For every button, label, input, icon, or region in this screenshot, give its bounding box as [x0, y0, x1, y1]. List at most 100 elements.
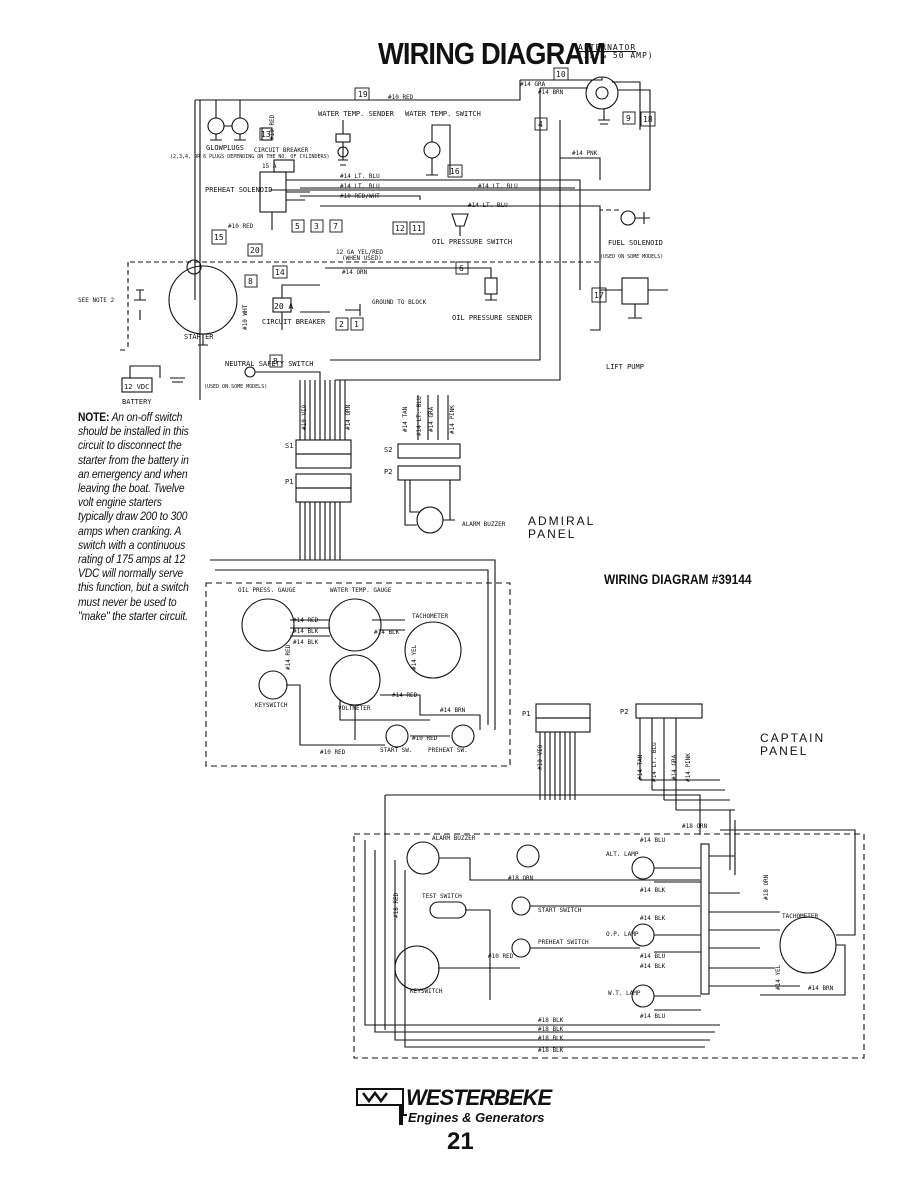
wire-14ltblu-3: #14 LT. BLU	[478, 183, 518, 190]
wire-14blk-4: #14 BLK	[640, 887, 666, 894]
wire-14gra: #14 GRA	[520, 81, 546, 88]
num-17: 17	[594, 291, 604, 300]
num-11: 11	[412, 224, 422, 233]
num-14: 14	[275, 268, 285, 277]
wire-14ltblu-2: #14 LT. BLU	[340, 183, 380, 190]
num-8b: 8	[273, 357, 278, 366]
wire-18blk-2: #18 BLK	[538, 1026, 564, 1033]
wire-14orn-v: #14 ORN	[345, 404, 352, 430]
label-s2: S2	[384, 446, 392, 454]
admiral-panel-label: ADMIRAL PANEL	[528, 515, 595, 541]
label-oil-pressure-sender: OIL PRESSURE SENDER	[452, 314, 533, 322]
label-p2: P2	[384, 468, 392, 476]
wire-18orn-v: #18 ORN	[763, 874, 770, 900]
label-op-lamp: O.P. LAMP	[606, 931, 639, 938]
wire-14yel-v2: #14 YEL	[775, 964, 782, 990]
label-alarm-buzzer: ALARM BUZZER	[462, 521, 506, 528]
label-see-note: SEE NOTE 2	[78, 297, 115, 304]
num-16: 16	[450, 167, 460, 176]
num-9: 9	[626, 114, 631, 123]
label-preheat-sw: PREHEAT SW.	[428, 747, 468, 754]
label-s1: S1	[285, 442, 293, 450]
wire-18red-v: #18 RED	[393, 892, 400, 918]
num-12: 12	[395, 224, 405, 233]
label-battery-volt: 12 VDC	[124, 383, 149, 391]
wire-12yel-note: (WHEN USED)	[342, 255, 382, 262]
diagram-number: WIRING DIAGRAM #39144	[604, 571, 752, 587]
label-preheat-switch: PREHEAT SWITCH	[538, 939, 589, 946]
wire-14blk-5: #14 BLK	[640, 915, 666, 922]
label-p1: P1	[285, 478, 293, 486]
label-wt-lamp: W.T. LAMP	[608, 990, 641, 997]
label-tachometer-c: TACHOMETER	[782, 913, 819, 920]
page-title: WIRING DIAGRAM	[378, 36, 606, 71]
wire-14pink-v: #14 PINK	[449, 405, 456, 434]
wire-14blk-3: #14 BLK	[374, 629, 400, 636]
wire-14brn-2: #14 BRN	[440, 707, 466, 714]
num-7: 7	[333, 222, 338, 231]
admiral-line2: PANEL	[528, 527, 577, 541]
num-3: 3	[314, 222, 319, 231]
num-1: 1	[354, 320, 359, 329]
wire-14ltblu-v: #14 LT. BLU	[416, 396, 423, 436]
label-circuit-breaker: CIRCUIT BREAKER	[262, 318, 326, 326]
label-cb-top-rating: 15 A	[262, 163, 277, 170]
wire-14red-v: #14 RED	[285, 644, 292, 670]
label-voltmeter: VOLTMETER	[338, 705, 371, 712]
label-neutral-safety: NEUTRAL SAFETY SWITCH	[225, 360, 314, 368]
wire-14gra-v: #14 GRA	[428, 406, 435, 432]
wire-18blk-3: #18 BLK	[538, 1035, 564, 1042]
wire-14blu-1: #14 BLU	[640, 837, 666, 844]
starter-note: NOTE: An on-off switch should be install…	[78, 410, 190, 623]
wire-10red-3: #10 RED	[412, 735, 438, 742]
wire-18blk-4: #18 BLK	[538, 1047, 564, 1054]
wire-14blu-3: #14 BLU	[640, 1013, 666, 1020]
wire-14brn: #14 BRN	[538, 89, 564, 96]
label-p1-captain: P1	[522, 710, 530, 718]
label-keyswitch-c: KEYSWITCH	[410, 988, 443, 995]
num-8: 8	[248, 277, 253, 286]
label-oil-pressure-switch: OIL PRESSURE SWITCH	[432, 238, 512, 246]
westerbeke-logo-icon	[356, 1088, 407, 1125]
wire-14red-1: #14 RED	[293, 617, 319, 624]
label-fuel-solenoid: FUEL SOLENOID	[608, 239, 663, 247]
wire-14ltblu-1: #14 LT. BLU	[340, 173, 380, 180]
page-number: 21	[447, 1128, 474, 1155]
label-ground-to-block: GROUND TO BLOCK	[372, 299, 427, 306]
num-4: 4	[538, 120, 543, 129]
wire-10red-5: #10 RED	[488, 953, 514, 960]
wire-14blk-2: #14 BLK	[293, 639, 319, 646]
wire-14yel-v: #14 YEL	[411, 644, 418, 670]
wire-18orn-2: #18 ORN	[508, 875, 534, 882]
num-20a: 20 A	[274, 302, 293, 311]
wire-18orn-1: #18 ORN	[682, 823, 708, 830]
label-glowplugs-note: (2,3,4, OR 6 PLUGS DEPENDING ON THE NO. …	[170, 154, 330, 160]
num-6: 6	[459, 264, 464, 273]
label-water-temp-switch: WATER TEMP. SWITCH	[405, 110, 481, 118]
num-18: 18	[643, 115, 653, 124]
label-cb-top: CIRCUIT BREAKER	[254, 147, 309, 154]
wire-18blk-1: #18 BLK	[538, 1017, 564, 1024]
captain-line2: PANEL	[760, 744, 809, 758]
captain-line1: CAPTAIN	[760, 731, 826, 745]
wire-10wht-v: #10 WHT	[242, 304, 249, 330]
wire-10vio-v2: #10 VIO	[537, 744, 544, 770]
label-starter: STARTER	[184, 333, 214, 341]
label-alt-lamp: ALT. LAMP	[606, 851, 639, 858]
label-battery: BATTERY	[122, 398, 152, 406]
wire-10red-4: #10 RED	[320, 749, 346, 756]
num-19: 19	[358, 90, 368, 99]
wire-10red-v: #10 RED	[269, 114, 276, 140]
wire-14pnk: #14 PNK	[572, 150, 598, 157]
label-start-switch: START SWITCH	[538, 907, 582, 914]
label-tachometer: TACHOMETER	[412, 613, 449, 620]
alternator-label: ALTERNATOR (35 & 50 AMP)	[578, 44, 654, 60]
label-fuel-solenoid-note: (USED ON SOME MODELS)	[600, 254, 663, 260]
label-test-switch: TEST SWITCH	[422, 893, 462, 900]
alternator-label-line2: (35 & 50 AMP)	[578, 51, 654, 60]
wire-14ltblu-v2: #14 LT. BLU	[651, 742, 658, 782]
wire-14brn-3: #14 BRN	[808, 985, 834, 992]
label-water-temp-sender: WATER TEMP. SENDER	[318, 110, 395, 118]
label-keyswitch: KEYSWITCH	[255, 702, 288, 709]
